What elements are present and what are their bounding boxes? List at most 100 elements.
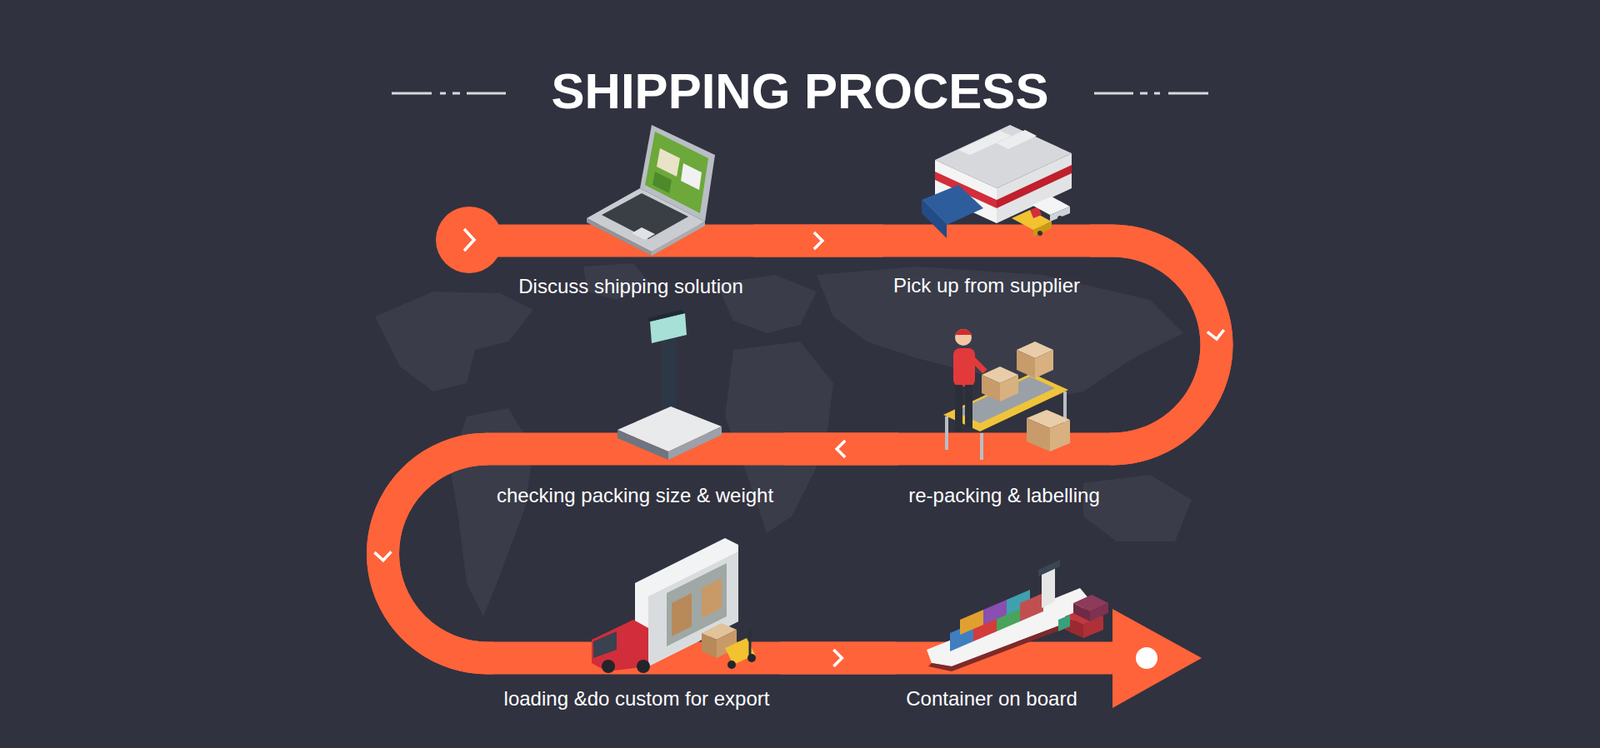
- flow-connector-group: [1090, 240, 1225, 450]
- ship-icon-part: [926, 588, 1089, 667]
- flow-connector: [753, 225, 884, 258]
- laptop-icon-part: [631, 227, 655, 240]
- step-label: checking packing size & weight: [496, 483, 774, 509]
- title-dashes-part: [391, 92, 432, 95]
- truck-icon-part: [635, 538, 739, 667]
- page-title: SHIPPING PROCESS: [551, 63, 1050, 120]
- packing-worker-icon-part: [1026, 418, 1050, 452]
- truck-icon-part: [593, 631, 617, 659]
- truck-icon-part: [701, 578, 722, 619]
- step-label: Discuss shipping solution: [518, 274, 743, 300]
- process-step: loading &do custom for export: [494, 582, 780, 718]
- packing-worker-icon-part: [954, 329, 973, 335]
- process-step: Pick up from supplier: [883, 169, 1090, 305]
- title-block: SHIPPING PROCESS: [0, 63, 1600, 120]
- band-ends-part: [1135, 647, 1158, 670]
- flow-connector: [1090, 240, 1217, 450]
- warehouse-icon: [921, 125, 1072, 239]
- direction-chevron: [814, 232, 823, 250]
- step-label: loading &do custom for export: [504, 686, 770, 712]
- truck-icon-part: [701, 633, 717, 659]
- warehouse-icon-part: [1050, 206, 1070, 222]
- flow-connector-group: [374, 449, 494, 659]
- truck-icon-part: [747, 654, 756, 663]
- step-label: Pick up from supplier: [893, 273, 1080, 299]
- packing-worker-icon: [943, 329, 1070, 460]
- band-ends-part: [1112, 609, 1202, 709]
- packing-worker-icon-part: [955, 385, 963, 432]
- packing-worker-icon-part: [953, 348, 975, 387]
- process-step: checking packing size & weight: [486, 379, 784, 515]
- ship-icon-part: [960, 610, 984, 635]
- packing-worker-icon-part: [1016, 350, 1035, 379]
- direction-chevron: [836, 440, 845, 458]
- process-step: Discuss shipping solution: [508, 170, 753, 305]
- packing-worker-icon-part: [1035, 350, 1054, 379]
- ship-icon-part: [1058, 615, 1070, 632]
- truck-icon-part: [671, 593, 692, 637]
- scale-icon-part: [668, 426, 722, 460]
- title-dashes-part: [452, 92, 460, 95]
- process-step: Container on board: [895, 582, 1087, 718]
- ship-icon-part: [1073, 603, 1090, 622]
- packing-worker-icon-part: [955, 329, 972, 346]
- warehouse-icon-part: [996, 153, 1072, 224]
- step-label: re-packing & labelling: [908, 483, 1100, 509]
- packing-worker-icon-part: [1050, 420, 1070, 452]
- title-dashes-part: [1140, 92, 1148, 95]
- laptop-icon-part: [645, 131, 709, 214]
- scale-icon-part: [646, 310, 685, 322]
- scale-icon: [617, 310, 722, 460]
- warehouse-icon-part: [1037, 230, 1043, 236]
- flow-connector: [783, 433, 899, 466]
- laptop-icon-part: [656, 148, 680, 177]
- warehouse-icon-part: [921, 200, 947, 239]
- ship-icon-part: [1090, 603, 1109, 622]
- ship-icon-part: [983, 600, 1007, 625]
- flow-connector-group: [753, 232, 884, 250]
- warehouse-icon-part: [1057, 215, 1063, 221]
- warehouse-icon-part: [996, 130, 1037, 150]
- laptop-icon: [586, 125, 715, 256]
- packing-worker-icon-part: [945, 416, 949, 450]
- direction-chevron: [1207, 330, 1225, 340]
- title-dashes-part: [466, 92, 506, 95]
- title-dashes-part: [1094, 92, 1134, 95]
- flow-connector-group: [783, 440, 899, 458]
- flow-connector-group: [779, 650, 896, 667]
- title-dashes-part: [1168, 92, 1209, 95]
- ship-icon: [926, 560, 1109, 672]
- world-map-part: [375, 291, 534, 392]
- band-ends: [435, 206, 1202, 709]
- laptop-icon-part: [640, 125, 715, 222]
- direction-chevron: [374, 551, 391, 561]
- truck-icon-part: [727, 660, 736, 670]
- packing-worker-icon-part: [965, 385, 973, 429]
- truck-icon-part: [648, 551, 739, 667]
- band-ends-part: [464, 229, 475, 251]
- warehouse-icon-part: [1033, 221, 1052, 237]
- band-ends-part: [435, 206, 503, 274]
- truck-icon-part: [601, 660, 615, 674]
- truck-icon-part: [749, 630, 752, 659]
- flow-connector: [779, 642, 896, 675]
- step-label: Container on board: [905, 686, 1077, 712]
- process-step: re-packing & labelling: [898, 379, 1110, 515]
- laptop-icon-part: [652, 171, 672, 194]
- truck-icon-part: [636, 660, 650, 674]
- packing-worker-icon-part: [981, 375, 1000, 402]
- truck-icon: [591, 538, 756, 674]
- title-dashes-part: [1154, 92, 1160, 95]
- laptop-icon-part: [680, 163, 702, 190]
- scale-icon-part: [617, 430, 669, 460]
- title-dashes-part: [440, 92, 446, 95]
- road-band-part: [383, 240, 1218, 659]
- road-band: [383, 240, 1218, 659]
- ship-icon-part: [1020, 593, 1044, 622]
- packing-worker-icon-part: [1000, 375, 1019, 402]
- packing-worker-icon-part: [980, 433, 984, 460]
- world-map-part: [816, 266, 1184, 400]
- packing-worker-icon-part: [971, 358, 985, 372]
- ship-icon-part: [1038, 560, 1060, 577]
